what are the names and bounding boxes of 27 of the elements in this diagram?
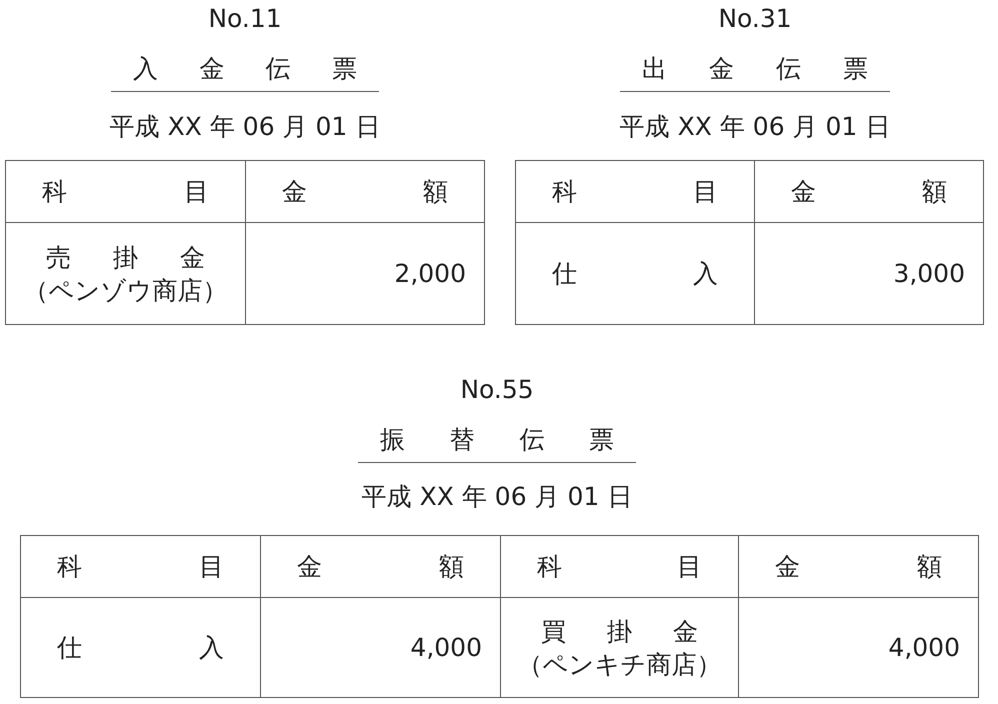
header-cell: 金 額 xyxy=(246,160,484,222)
slip-number: No.11 xyxy=(207,4,283,33)
account-name: 買 掛 金 xyxy=(540,616,699,648)
header-cell: 科 目 xyxy=(500,536,738,598)
amount-cell: 4,000 xyxy=(260,598,500,698)
slip-number: No.55 xyxy=(459,375,535,404)
table-cell: 仕 入 xyxy=(516,222,754,324)
slip-title: 振 替 伝 票 xyxy=(358,423,636,463)
date-text: 平成 XX 年 06 月 01 日 xyxy=(108,111,382,143)
partner-name: （ペンゾウ商店） xyxy=(22,274,228,306)
partner-name: （ペンキチ商店） xyxy=(516,648,722,680)
slip-title: 出 金 伝 票 xyxy=(620,52,890,92)
slip-number: No.31 xyxy=(717,4,793,33)
header-cell: 科 目 xyxy=(20,536,260,598)
account-name: 売 掛 金 xyxy=(45,242,206,274)
date-text: 平成 XX 年 06 月 01 日 xyxy=(618,111,892,143)
header-cell: 金 額 xyxy=(754,160,984,222)
header-cell: 金 額 xyxy=(738,536,978,598)
amount-cell: 3,000 xyxy=(754,222,984,324)
header-cell: 金 額 xyxy=(260,536,500,598)
amount-cell: 2,000 xyxy=(246,222,484,324)
slip-title: 入 金 伝 票 xyxy=(111,52,379,92)
date-text: 平成 XX 年 06 月 01 日 xyxy=(360,481,634,513)
table-cell: 仕 入 xyxy=(20,598,260,698)
amount-cell: 4,000 xyxy=(738,598,978,698)
header-cell: 科 目 xyxy=(516,160,754,222)
header-cell: 科 目 xyxy=(6,160,246,222)
